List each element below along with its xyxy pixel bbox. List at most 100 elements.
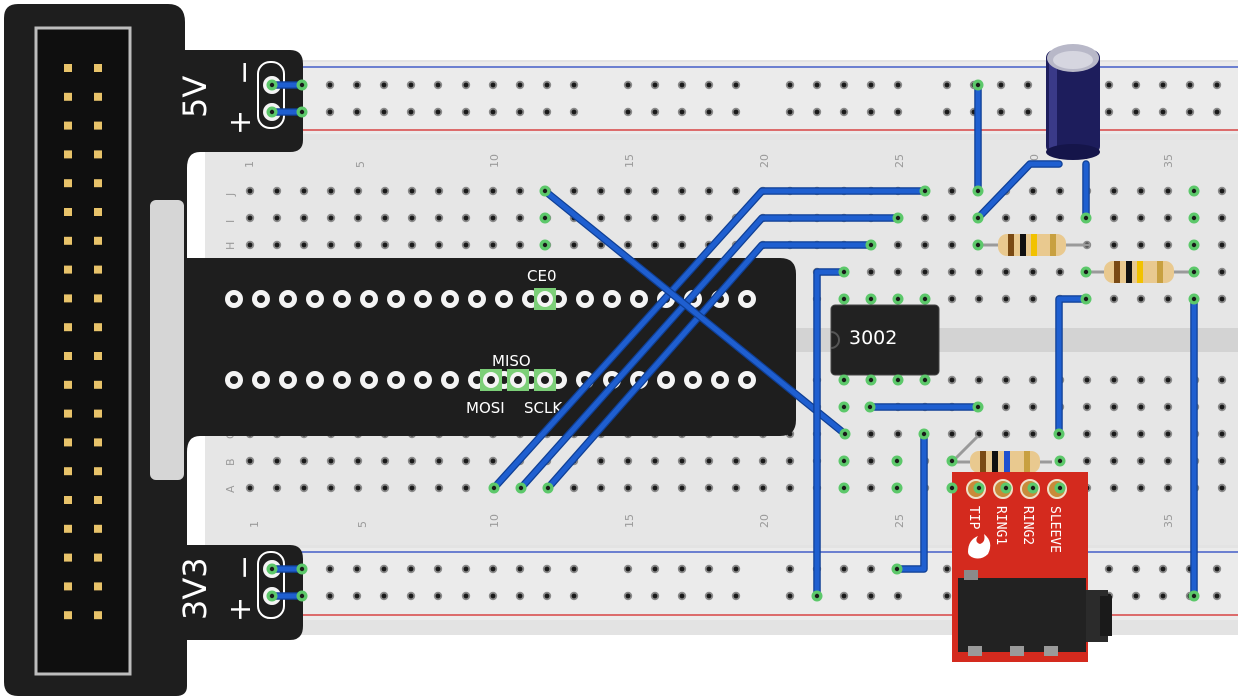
header-pin: [64, 150, 72, 159]
terminal-hole-center: [733, 485, 739, 491]
terminal-hole-center: [355, 485, 361, 491]
rail-hole-center: [652, 82, 658, 88]
terminal-hole-center: [1057, 188, 1063, 194]
col-num-15: 15: [623, 154, 636, 168]
terminal-hole-center: [868, 269, 874, 275]
header-pin: [64, 265, 72, 274]
terminal-hole-center: [1219, 377, 1225, 383]
cobbler-pin-hole: [338, 295, 346, 303]
rail-hole-center: [733, 593, 739, 599]
terminal-hole-center: [274, 188, 280, 194]
terminal-hole-center: [1219, 296, 1225, 302]
wire: [491, 188, 928, 491]
wire: [894, 431, 927, 572]
label-sclk: SCLK: [524, 399, 563, 417]
header-pin: [94, 121, 102, 130]
rail-hole-center: [1214, 109, 1220, 115]
terminal-hole-center: [1084, 377, 1090, 383]
rail-hole-center: [490, 593, 496, 599]
terminal-hole-center: [490, 458, 496, 464]
connected-hole-center: [895, 377, 901, 383]
rail-hole-center: [463, 593, 469, 599]
terminal-hole-center: [274, 458, 280, 464]
rail-hole-center: [571, 109, 577, 115]
header-pin: [64, 496, 72, 504]
terminal-hole-center: [274, 485, 280, 491]
header-pin: [94, 611, 102, 620]
rail-hole-center: [571, 82, 577, 88]
connected-hole-center: [542, 215, 548, 221]
rail-hole-center: [706, 593, 712, 599]
rail-hole-center: [841, 109, 847, 115]
cobbler-pin-hole: [311, 295, 319, 303]
terminal-hole-center: [679, 485, 685, 491]
connected-hole-center: [1003, 485, 1009, 491]
terminal-hole-center: [1138, 188, 1144, 194]
terminal-hole-center: [949, 377, 955, 383]
rail-hole-center: [733, 109, 739, 115]
rail-hole-center: [544, 109, 550, 115]
terminal-hole-center: [949, 242, 955, 248]
terminal-hole-center: [949, 431, 955, 437]
connected-hole-center: [1057, 458, 1063, 464]
terminal-hole-center: [328, 188, 334, 194]
cobbler-pin-hole: [392, 295, 400, 303]
cobbler-pin-hole: [662, 376, 670, 384]
rail-hole-center: [868, 109, 874, 115]
connected-hole-center: [269, 593, 275, 599]
terminal-hole-center: [1165, 296, 1171, 302]
jack-label-ring1: RING1: [993, 506, 1008, 545]
cobbler-pin-hole: [743, 376, 751, 384]
terminal-hole-center: [1003, 215, 1009, 221]
rail-hole-center: [944, 566, 950, 572]
header-pin: [94, 323, 102, 332]
connected-hole-center: [1056, 431, 1062, 437]
cobbler-pin-hole: [365, 295, 373, 303]
rail-hole-center: [517, 109, 523, 115]
terminal-hole-center: [1111, 188, 1117, 194]
rail-hole-center: [1160, 593, 1166, 599]
rail-hole-center: [679, 109, 685, 115]
terminal-hole-center: [463, 485, 469, 491]
terminal-hole-center: [355, 215, 361, 221]
col-num-1-bottom: 1: [248, 521, 261, 528]
terminal-hole-center: [787, 458, 793, 464]
terminal-hole-center: [571, 485, 577, 491]
rail-hole-center: [625, 109, 631, 115]
terminal-hole-center: [1003, 269, 1009, 275]
rail-hole-center: [733, 566, 739, 572]
ribbon-key: [150, 200, 184, 480]
terminal-hole-center: [490, 242, 496, 248]
terminal-hole-center: [1165, 188, 1171, 194]
rail-hole-center: [841, 593, 847, 599]
terminal-hole-center: [1138, 458, 1144, 464]
cobbler-pin-hole: [365, 376, 373, 384]
terminal-hole-center: [571, 188, 577, 194]
rail-hole-center: [814, 109, 820, 115]
terminal-hole-center: [679, 215, 685, 221]
wire: [1056, 296, 1089, 437]
rail-hole-center: [787, 593, 793, 599]
header-pin: [64, 611, 72, 620]
rail-hole-center: [1187, 109, 1193, 115]
terminal-hole-center: [922, 215, 928, 221]
terminal-hole-center: [1003, 431, 1009, 437]
rail-hole-center: [1214, 593, 1220, 599]
header-pin: [64, 323, 72, 332]
rail-hole-center: [868, 593, 874, 599]
terminal-hole-center: [868, 485, 874, 491]
terminal-hole-center: [1111, 377, 1117, 383]
wire: [814, 269, 847, 599]
terminal-hole-center: [1084, 404, 1090, 410]
header-pin: [94, 582, 102, 591]
terminal-hole-center: [1138, 431, 1144, 437]
rail-hole-center: [895, 82, 901, 88]
rail-hole-center: [1214, 82, 1220, 88]
rail-hole-center: [435, 593, 441, 599]
rail-hole-center: [544, 82, 550, 88]
terminal-hole-center: [1030, 215, 1036, 221]
rail-hole-center: [435, 566, 441, 572]
cobbler-pin-hole: [527, 295, 535, 303]
terminal-hole-center: [247, 188, 253, 194]
